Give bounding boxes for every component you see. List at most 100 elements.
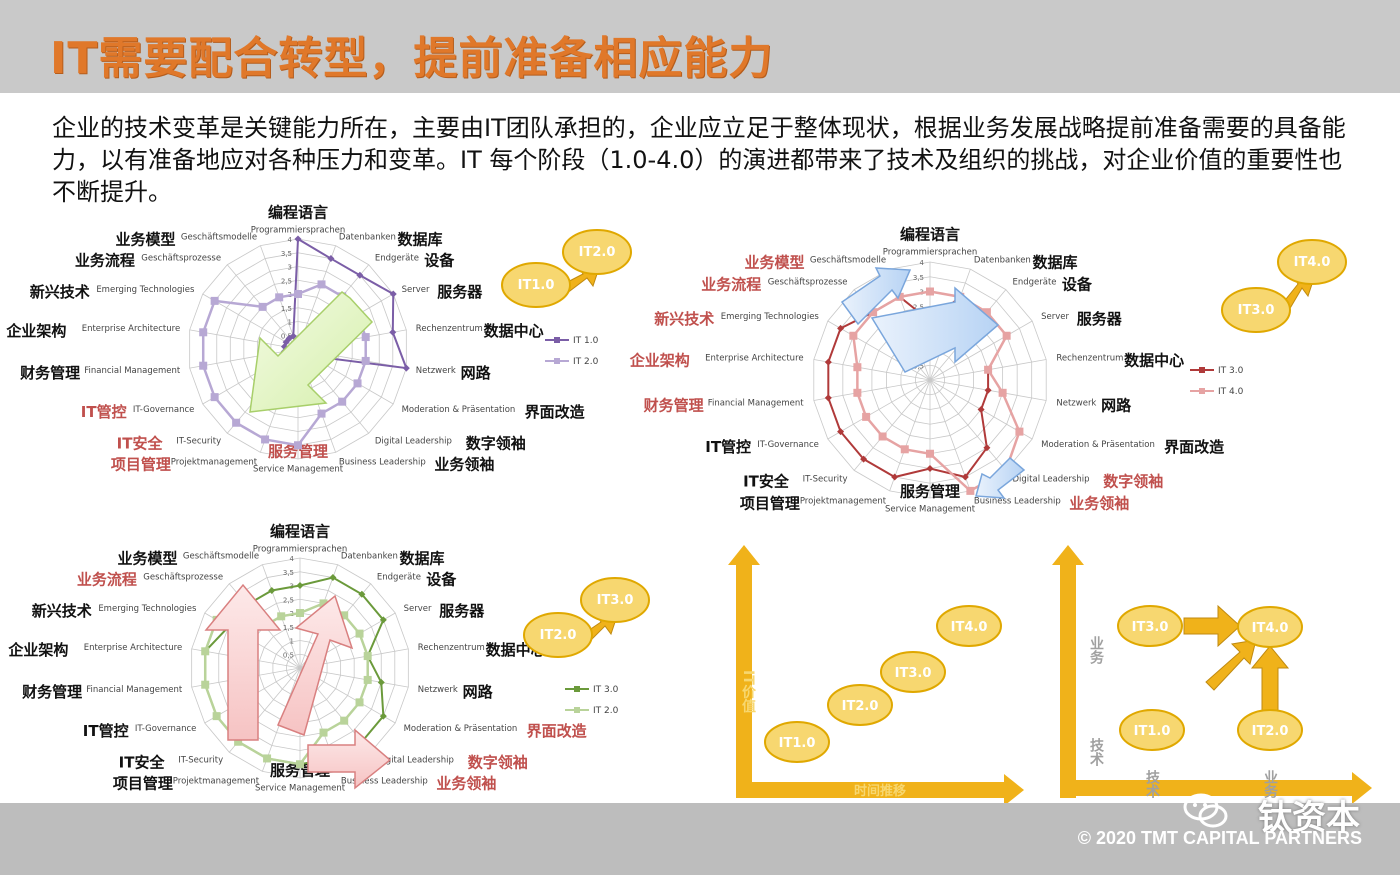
axis-label-de: Business Leadership <box>341 776 428 786</box>
axis-label-zh: 企业架构 <box>7 641 68 659</box>
y-axis-arrowhead <box>1052 545 1084 565</box>
radar-spoke <box>189 348 299 369</box>
scale-tick: 1,5 <box>283 624 294 632</box>
data-point <box>210 393 219 402</box>
axis-label-de: Netzwerk <box>1056 398 1096 408</box>
axis-label-de: IT-Governance <box>133 405 195 415</box>
data-point <box>340 716 349 725</box>
stage-bubble-label: IT2.0 <box>842 699 879 714</box>
scale-tick: 2,5 <box>281 277 292 285</box>
axis-label-de: Rechenzentrum <box>418 643 485 653</box>
data-point <box>1015 427 1024 436</box>
data-point <box>258 302 267 311</box>
transition-arrow <box>204 583 282 741</box>
axis-label-zh: 网路 <box>1101 396 1132 414</box>
intro-paragraph: 企业的技术变革是关键能力所在，主要由IT团队承担的，企业应立足于整体现状，根据业… <box>52 114 1346 206</box>
radar-spoke <box>929 379 971 492</box>
scale-tick: 4 <box>290 555 295 563</box>
legend-marker <box>574 707 580 713</box>
data-point <box>261 435 270 444</box>
data-point <box>296 582 304 589</box>
stage-bubble <box>1237 709 1303 751</box>
axis-label-zh: 数字领袖 <box>468 754 528 772</box>
x-axis-arrowhead <box>1352 772 1372 803</box>
stage-bubble <box>1119 709 1185 751</box>
axis-label-zh: 网路 <box>463 683 494 701</box>
axis-label-de: Service Management <box>885 504 976 514</box>
data-point <box>263 754 272 763</box>
axis-label-zh: 财务管理 <box>20 364 80 382</box>
stage-bubble-label: IT2.0 <box>1252 724 1289 739</box>
scale-tick: 1,5 <box>281 305 292 313</box>
axis-label-zh: 数据中心 <box>1124 352 1184 370</box>
transition-arrow <box>249 291 374 413</box>
radar-spoke <box>929 379 1007 471</box>
axis-label-de: Digital Leadership <box>377 756 454 766</box>
data-point <box>358 590 366 598</box>
legend-label: IT 1.0 <box>573 336 599 346</box>
axis-label-zh: 数据库 <box>1032 253 1077 271</box>
stage-arrow <box>1183 604 1241 648</box>
radar-spoke <box>827 379 931 440</box>
data-point <box>363 652 372 661</box>
axis-label-de: Financial Management <box>84 366 181 376</box>
data-point <box>317 409 326 418</box>
data-point <box>377 678 385 686</box>
x-label-right: 业务 <box>1262 770 1278 799</box>
axis-label-zh: 编程语言 <box>268 203 328 221</box>
axis-label-de: Endgeräte <box>377 572 421 582</box>
scale-tick: 1 <box>288 319 292 327</box>
growth-diagrams: IT价值时间推移IT1.0IT2.0IT3.0IT4.0业务技术技术业务IT3.… <box>728 545 1372 803</box>
radar-spoke <box>929 320 1033 381</box>
axis-label-zh: 数据中心 <box>484 322 544 340</box>
radar-spoke <box>813 359 931 381</box>
title-bar <box>0 0 1400 93</box>
axis-label-de: Endgeräte <box>375 253 419 263</box>
axis-label-zh: 界面改造 <box>1164 438 1224 456</box>
axis-label-de: Netzwerk <box>416 366 456 376</box>
axis-label-de: Geschäftsprozesse <box>141 253 221 263</box>
legend-label: IT 4.0 <box>1218 387 1244 397</box>
data-point <box>402 364 410 372</box>
axis-label-zh: 新兴技术 <box>654 310 714 328</box>
data-point <box>824 394 832 402</box>
data-point <box>389 290 397 298</box>
axis-label-de: Moderation & Präsentation <box>1041 440 1155 450</box>
watermark: 钛资本 <box>1258 798 1360 838</box>
legend-label: IT 2.0 <box>593 706 619 716</box>
axis-label-zh: 服务器 <box>437 283 483 301</box>
data-point <box>338 397 347 406</box>
data-point <box>837 324 845 332</box>
stage-bubble <box>764 721 830 763</box>
radar-spoke <box>827 320 931 381</box>
axis-label-de: Service Management <box>255 784 346 794</box>
data-point <box>363 675 372 684</box>
data-point <box>361 333 370 342</box>
data-point <box>926 465 934 472</box>
axis-label-zh: 业务模型 <box>117 550 177 568</box>
axis-label-de: Enterprise Architecture <box>705 354 803 364</box>
data-point <box>966 486 975 495</box>
data-point <box>296 760 304 769</box>
legend-marker <box>1199 367 1205 373</box>
transition-arrow <box>276 594 354 736</box>
axis-label-de: Enterprise Architecture <box>84 643 182 653</box>
transition-arrow <box>840 267 912 326</box>
data-point <box>296 609 304 617</box>
axis-label-de: Financial Management <box>708 398 805 408</box>
axis-label-de: IT-Security <box>178 756 223 766</box>
data-point <box>379 616 387 624</box>
data-point <box>317 280 326 289</box>
data-point <box>389 328 397 336</box>
axis-label-zh: 数据库 <box>400 550 445 568</box>
axis-label-zh: 网路 <box>461 364 492 382</box>
axis-label-de: Geschäftsprozesse <box>768 278 848 288</box>
stage-bubble-label: IT1.0 <box>1134 724 1171 739</box>
axis-label-de: Business Leadership <box>339 457 426 467</box>
data-point <box>984 386 992 394</box>
axis-label-de: Emerging Technologies <box>721 312 820 322</box>
scale-tick: 0,5 <box>283 651 294 659</box>
data-point <box>199 328 208 337</box>
data-point <box>891 473 899 481</box>
